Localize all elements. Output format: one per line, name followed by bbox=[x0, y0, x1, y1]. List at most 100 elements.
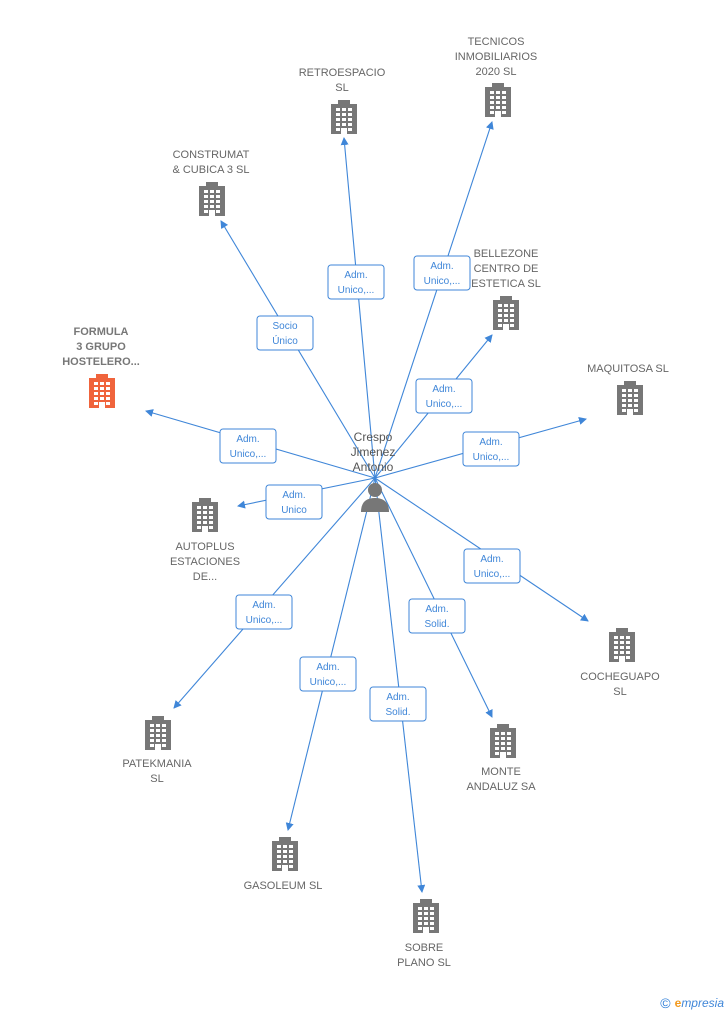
building-icon bbox=[192, 498, 218, 532]
company-name-line: CONSTRUMAT bbox=[173, 149, 250, 161]
edge-label-box bbox=[265, 484, 323, 520]
edge-label[interactable]: Adm.Unico,... bbox=[235, 594, 293, 630]
company-name-line: 2020 SL bbox=[476, 66, 517, 78]
edge-autoplus: Adm. Unico bbox=[237, 477, 376, 520]
edge-line bbox=[340, 137, 376, 479]
edge-label-box bbox=[369, 686, 427, 722]
edge-line bbox=[173, 477, 376, 709]
building-icon bbox=[272, 837, 298, 871]
company-name-line: ESTETICA SL bbox=[471, 278, 541, 290]
company-name-line: AUTOPLUS bbox=[175, 541, 234, 553]
edge-label[interactable]: Adm.Unico,... bbox=[299, 656, 357, 692]
edge-label-text: Unico,... bbox=[474, 569, 511, 580]
edge-label-text: Adm. bbox=[386, 692, 409, 703]
edge-label-text: Socio bbox=[272, 321, 297, 332]
edge-label-text: Solid. bbox=[385, 707, 410, 718]
company-node-formula[interactable]: FORMULA 3 GRUPO HOSTELERO... bbox=[62, 326, 140, 408]
edge-label-text: Unico,... bbox=[424, 276, 461, 287]
edge-label[interactable]: Adm.Unico,... bbox=[413, 255, 471, 291]
edge-label-text: Adm. bbox=[432, 384, 455, 395]
edge-bellezone: Adm.Unico,... bbox=[374, 334, 493, 479]
person-name-line: Antonio bbox=[353, 460, 394, 474]
edge-label-box bbox=[299, 656, 357, 692]
edge-label-text: Adm. bbox=[236, 434, 259, 445]
edge-label[interactable]: Adm. Unico,... bbox=[463, 548, 521, 584]
building-icon bbox=[145, 716, 171, 750]
edge-label-text: Unico,... bbox=[473, 452, 510, 463]
company-name-line: PATEKMANIA bbox=[122, 758, 192, 770]
edge-sobreplano: Adm. Solid. bbox=[369, 477, 427, 893]
edge-label-box bbox=[235, 594, 293, 630]
edge-line bbox=[374, 477, 493, 718]
company-node-cocheguapo[interactable]: COCHEGUAPO SL bbox=[580, 628, 660, 698]
edge-monte: Adm. Solid. bbox=[374, 477, 493, 718]
building-icon bbox=[485, 83, 511, 117]
edge-label-text: Adm. bbox=[282, 490, 305, 501]
company-name-line: 3 GRUPO bbox=[76, 341, 126, 353]
edge-label[interactable]: Adm.Unico,... bbox=[327, 264, 385, 300]
company-name-line: SOBRE bbox=[405, 942, 444, 954]
edge-label[interactable]: Adm.Unico,... bbox=[415, 378, 473, 414]
company-node-autoplus[interactable]: AUTOPLUS ESTACIONES DE... bbox=[170, 498, 240, 583]
company-name-line: SL bbox=[335, 82, 348, 94]
company-name-line: & CUBICA 3 SL bbox=[172, 164, 249, 176]
edge-retroespacio: Adm.Unico,... bbox=[327, 137, 385, 479]
edge-label[interactable]: Adm.Solid. bbox=[408, 598, 466, 634]
company-name-line: PLANO SL bbox=[397, 957, 451, 969]
building-icon bbox=[199, 182, 225, 216]
company-name-line: HOSTELERO... bbox=[62, 356, 140, 368]
edge-label-text: Adm. bbox=[480, 554, 503, 565]
company-name-line: ESTACIONES bbox=[170, 556, 240, 568]
building-icon bbox=[490, 724, 516, 758]
edge-label-text: Único bbox=[272, 334, 298, 347]
edge-label-box bbox=[463, 548, 521, 584]
edge-label[interactable]: Adm. Unico,... bbox=[219, 428, 277, 464]
company-name-line: COCHEGUAPO bbox=[580, 671, 660, 683]
company-name-line: GASOLEUM SL bbox=[244, 880, 323, 892]
edge-formula: Adm. Unico,... bbox=[145, 409, 376, 479]
company-name-line: BELLEZONE bbox=[474, 248, 539, 260]
edge-line bbox=[374, 477, 426, 893]
company-node-bellezone[interactable]: BELLEZONE CENTRO DE ESTETICA SL bbox=[471, 248, 541, 330]
edge-label-text: Solid. bbox=[424, 619, 449, 630]
edge-maquitosa: Adm.Unico,... bbox=[374, 417, 587, 479]
company-name-line: DE... bbox=[193, 571, 217, 583]
edge-label-text: Adm. bbox=[252, 600, 275, 611]
company-name-line: MAQUITOSA SL bbox=[587, 363, 669, 375]
company-name-line: FORMULA bbox=[74, 326, 129, 338]
building-icon bbox=[609, 628, 635, 662]
edge-label-box bbox=[256, 315, 314, 351]
edge-label[interactable]: Adm.Unico,... bbox=[462, 431, 520, 467]
company-name-line: ANDALUZ SA bbox=[466, 781, 536, 793]
edge-label-text: Unico,... bbox=[230, 449, 267, 460]
edge-label[interactable]: Adm. Solid. bbox=[369, 686, 427, 722]
company-node-construmat[interactable]: CONSTRUMAT & CUBICA 3 SL bbox=[172, 149, 250, 216]
edge-label-box bbox=[408, 598, 466, 634]
person-name-line: Jimenez bbox=[351, 445, 396, 459]
company-name-line: CENTRO DE bbox=[474, 263, 539, 275]
company-node-gasoleum[interactable]: GASOLEUM SL bbox=[244, 837, 323, 892]
edge-label-box bbox=[219, 428, 277, 464]
company-name-line: SL bbox=[613, 686, 626, 698]
edge-tecnicos: Adm. Unico,... bbox=[374, 121, 494, 479]
edge-line bbox=[374, 121, 494, 479]
edge-label-text: Unico bbox=[281, 505, 307, 516]
building-icon bbox=[331, 100, 357, 134]
brand-initial: e bbox=[674, 996, 682, 1010]
company-node-maquitosa[interactable]: MAQUITOSA SL bbox=[587, 363, 669, 415]
copyright-symbol: © bbox=[660, 995, 671, 1011]
edge-patekmania: Adm.Unico,... bbox=[173, 477, 376, 709]
company-node-sobreplano[interactable]: SOBRE PLANO SL bbox=[397, 899, 451, 969]
edge-label[interactable]: Adm. Unico bbox=[265, 484, 323, 520]
edge-label-text: Adm. bbox=[316, 662, 339, 673]
empresia-logo[interactable]: empresia bbox=[675, 996, 724, 1010]
edge-label-box bbox=[415, 378, 473, 414]
